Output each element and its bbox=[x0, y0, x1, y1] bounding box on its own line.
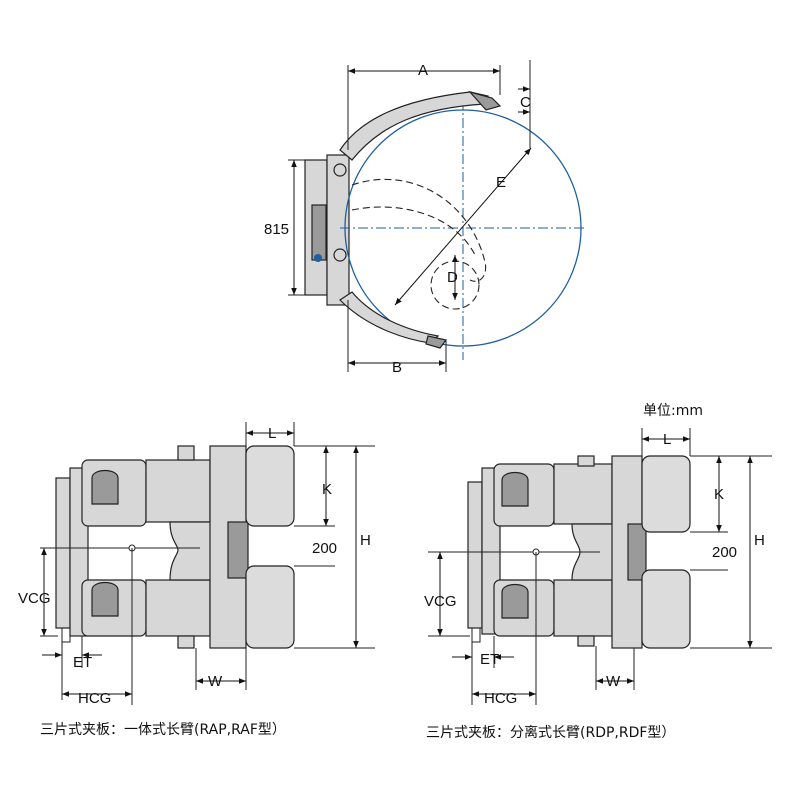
upper-arm bbox=[339, 91, 489, 161]
label-h: H bbox=[360, 532, 371, 549]
label-k: K bbox=[322, 481, 332, 498]
carriage-hook bbox=[61, 628, 71, 643]
label-l: L bbox=[663, 431, 671, 448]
lower-arm-tip bbox=[425, 335, 448, 349]
alt-arm-position-2 bbox=[351, 206, 476, 256]
label-l: L bbox=[268, 425, 276, 442]
label-vcg: VCG bbox=[18, 590, 51, 607]
upper-arm-cap bbox=[577, 455, 595, 467]
unit-label: 单位:mm bbox=[643, 403, 703, 419]
upper-arm bbox=[553, 463, 613, 525]
caption-right: 三片式夹板：分离式长臂(RDP,RDF型） bbox=[426, 724, 675, 741]
upper-pad bbox=[245, 445, 295, 527]
alt-arm-position-1 bbox=[351, 178, 487, 282]
carriage-hook bbox=[471, 628, 481, 643]
carriage-block bbox=[311, 204, 327, 261]
arm-pivot-lower bbox=[333, 248, 347, 262]
backing-hinge bbox=[227, 521, 249, 579]
lower-pad bbox=[641, 569, 691, 649]
top-view: E D A C B 815 bbox=[264, 60, 585, 376]
lower-pivot bbox=[91, 581, 119, 617]
upper-arm-cap bbox=[177, 445, 195, 461]
label-h: H bbox=[754, 532, 765, 549]
label-b: B bbox=[392, 359, 402, 376]
lower-arm-cap bbox=[177, 635, 195, 649]
label-w: W bbox=[606, 673, 621, 690]
carriage-plate bbox=[467, 481, 483, 629]
label-et: ET bbox=[73, 654, 92, 671]
lower-pad bbox=[245, 565, 295, 649]
arm-pivot-upper bbox=[333, 163, 347, 177]
label-c: C bbox=[520, 94, 531, 111]
upper-pivot bbox=[501, 471, 529, 507]
upper-pivot bbox=[91, 469, 119, 505]
label-815: 815 bbox=[264, 221, 289, 238]
mount-frame bbox=[326, 154, 350, 306]
side-view-right: 单位:mm L K 200 H VCG ET HCG bbox=[424, 403, 772, 741]
label-gap: 200 bbox=[312, 540, 337, 557]
label-d: D bbox=[447, 269, 458, 286]
lower-arm bbox=[145, 579, 211, 637]
lower-arm bbox=[339, 291, 440, 344]
pivot-marker bbox=[314, 254, 322, 262]
dimension-e-line bbox=[394, 147, 532, 306]
label-a: A bbox=[418, 62, 428, 79]
lower-arm bbox=[553, 579, 613, 637]
lower-arm-cap bbox=[577, 635, 595, 647]
upper-pad bbox=[641, 455, 691, 533]
upper-arm bbox=[145, 459, 211, 523]
backing-hinge bbox=[627, 523, 647, 581]
lower-pivot bbox=[501, 583, 529, 619]
carriage-plate bbox=[55, 477, 71, 629]
label-gap: 200 bbox=[712, 544, 737, 561]
side-view-left: L K 200 H VCG ET HCG W 三片式夹板：一体式长臂(RAP,R bbox=[18, 422, 375, 738]
label-k: K bbox=[714, 486, 724, 503]
caption-left: 三片式夹板：一体式长臂(RAP,RAF型） bbox=[40, 722, 286, 738]
label-e: E bbox=[496, 174, 506, 191]
label-hcg: HCG bbox=[78, 690, 111, 707]
label-w: W bbox=[208, 673, 223, 690]
label-vcg: VCG bbox=[424, 593, 457, 610]
label-hcg: HCG bbox=[484, 690, 517, 707]
upper-arm-tip bbox=[468, 90, 502, 111]
label-et: ET bbox=[480, 651, 499, 668]
